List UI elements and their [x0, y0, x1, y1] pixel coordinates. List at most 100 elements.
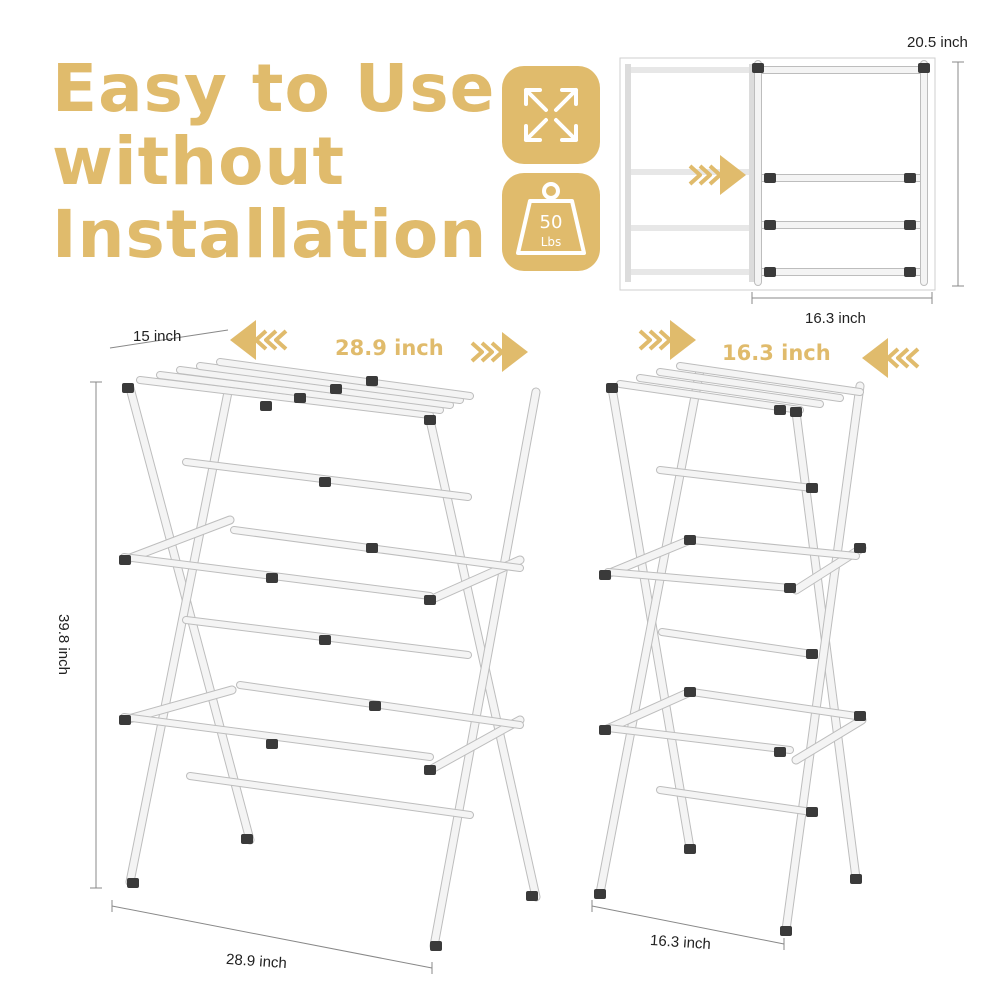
- chevrons-icon: [638, 320, 696, 360]
- connector: [424, 765, 436, 775]
- connector: [122, 383, 134, 393]
- connector: [904, 173, 916, 183]
- small-rack: [591, 320, 920, 950]
- connector: [424, 595, 436, 605]
- connector: [266, 739, 278, 749]
- tube: [430, 388, 540, 950]
- connector: [764, 173, 776, 183]
- tube: [617, 381, 803, 413]
- chevron: [896, 347, 910, 369]
- connector: [260, 401, 272, 411]
- connector: [790, 407, 802, 417]
- tube: [677, 363, 863, 395]
- tube: [657, 787, 815, 815]
- chevrons-icon: [688, 155, 746, 195]
- tube: [177, 367, 453, 408]
- tube: [689, 537, 859, 559]
- chevrons-icon: [862, 338, 920, 378]
- connector: [319, 477, 331, 487]
- connector: [684, 535, 696, 545]
- connector: [752, 63, 764, 73]
- connector: [599, 725, 611, 735]
- arrow-head: [670, 320, 696, 360]
- tube: [197, 363, 463, 403]
- connector: [599, 570, 611, 580]
- connector: [119, 555, 131, 565]
- tube: [126, 363, 237, 886]
- tube: [689, 689, 859, 719]
- arrow-head: [230, 320, 256, 360]
- connector: [784, 583, 796, 593]
- chevron: [688, 164, 702, 186]
- tube: [217, 359, 473, 399]
- inset-height-label: 20.5 inch: [907, 34, 968, 51]
- dimension-line: [111, 905, 433, 969]
- foot: [780, 926, 792, 936]
- weight-unit: Lbs: [541, 235, 562, 249]
- tube: [782, 382, 864, 934]
- connector: [774, 747, 786, 757]
- inset-fold-diagram: [619, 57, 964, 304]
- expand-badge: [502, 66, 600, 164]
- connector: [424, 415, 436, 425]
- tube: [121, 686, 236, 724]
- foot: [430, 941, 442, 951]
- connector: [366, 543, 378, 553]
- tube: [137, 377, 433, 418]
- tube: [605, 725, 793, 753]
- connector: [806, 807, 818, 817]
- connector: [366, 376, 378, 386]
- connector: [918, 63, 930, 73]
- arrow-head: [720, 155, 746, 195]
- tube: [605, 569, 793, 591]
- connector: [684, 687, 696, 697]
- headline: Easy to Use without Installation: [52, 52, 495, 271]
- chevron: [480, 341, 494, 363]
- headline-line-1: Easy to Use: [52, 50, 496, 127]
- tube: [426, 716, 524, 774]
- foot: [526, 891, 538, 901]
- tube: [637, 375, 823, 407]
- weight-icon: 50 Lbs: [516, 182, 586, 255]
- chevrons-icon: [470, 332, 528, 372]
- tube: [659, 629, 815, 657]
- connector: [806, 649, 818, 659]
- large-width-top-label: 28.9 inch: [335, 336, 444, 360]
- tube: [121, 714, 433, 760]
- foot: [684, 844, 696, 854]
- connector: [266, 573, 278, 583]
- tube: [596, 366, 704, 897]
- connector: [606, 383, 618, 393]
- dimension-line: [591, 905, 785, 945]
- connector: [764, 220, 776, 230]
- large-height-label: 39.8 inch: [54, 614, 72, 675]
- dimension-line: [109, 329, 229, 349]
- weight-badge: 50 Lbs: [502, 173, 600, 271]
- tube: [126, 384, 254, 844]
- large-rack: [90, 320, 541, 974]
- connector: [119, 715, 131, 725]
- expand-arrows-icon: [524, 88, 578, 142]
- foot: [127, 878, 139, 888]
- chevron: [698, 164, 712, 186]
- connector: [774, 405, 786, 415]
- connector: [294, 393, 306, 403]
- foot: [241, 834, 253, 844]
- connector: [330, 384, 342, 394]
- connector: [854, 543, 866, 553]
- weight-value: 50: [540, 212, 563, 233]
- tube: [657, 467, 815, 491]
- foot: [850, 874, 862, 884]
- chevron: [638, 329, 652, 351]
- chevron: [274, 329, 288, 351]
- small-width-top-label: 16.3 inch: [722, 341, 831, 365]
- tube: [657, 369, 843, 401]
- arrow-head: [502, 332, 528, 372]
- connector: [904, 267, 916, 277]
- tube: [157, 372, 443, 413]
- chevron: [648, 329, 662, 351]
- connector: [854, 711, 866, 721]
- large-depth-label: 15 inch: [133, 328, 182, 345]
- arrow-head: [862, 338, 888, 378]
